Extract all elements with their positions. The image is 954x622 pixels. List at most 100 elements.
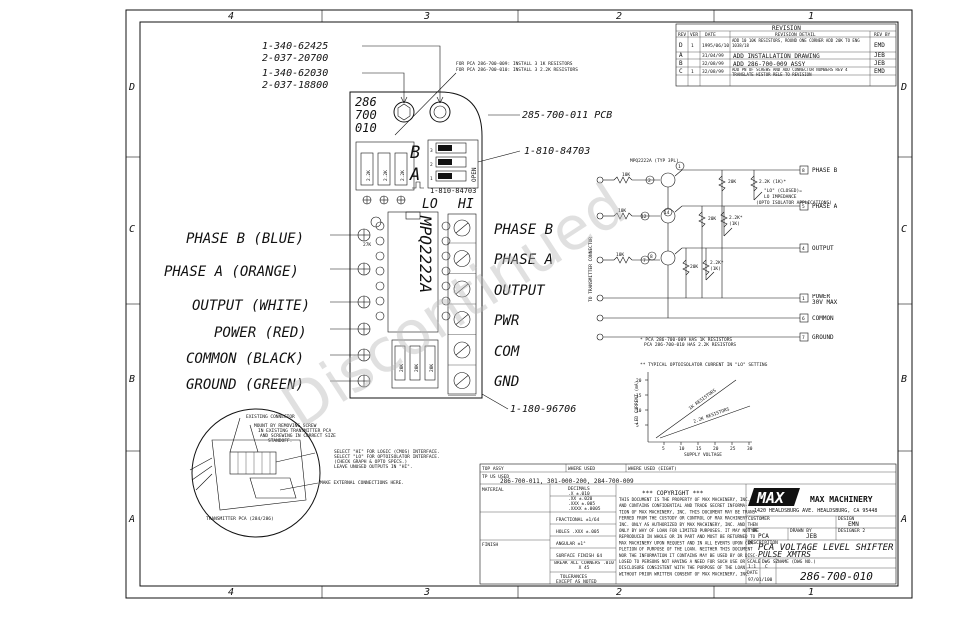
res-small-label: 27K <box>363 242 371 248</box>
wire-ground: GROUND (GREEN) <box>186 377 304 393</box>
resistor-group-top <box>355 141 415 191</box>
tb-used-on: 286-700-011, 301-000-200, 284-700-009 <box>500 478 634 485</box>
inset-mount4: STANDOFF. <box>268 438 292 444</box>
sw-num-1: 1 <box>430 176 433 182</box>
graph-xtick: 30 <box>747 446 753 452</box>
tb-where-used: WHERE USED <box>568 466 595 472</box>
wire-phase-a: PHASE A (ORANGE) <box>164 264 299 280</box>
tb-design-val: EMN <box>848 521 859 528</box>
graph-ylabel: LED CURRENT (mA) <box>634 381 640 424</box>
callout-terminal: 1-180-96706 <box>510 404 576 415</box>
copyright-line: NOR THE INFORMATION IT CONTAINS MAY BE U… <box>619 553 758 558</box>
out-num-2: 5 <box>802 204 805 210</box>
ic-pad <box>441 296 451 306</box>
rev-header-detail: REVISION DETAIL <box>775 32 816 38</box>
tb-holes: HOLES .XXX ±.005 <box>556 529 600 535</box>
tb-description2: PULSE XMTRS <box>758 550 811 559</box>
rev-d-detail: ADD 10 10K RESISTORS, ROUND ONE CORNER A… <box>732 38 860 48</box>
graph-xtick: 10 <box>679 446 685 452</box>
res-top-1: 2.2K <box>366 170 372 181</box>
zone-bottom-4: 4 <box>228 587 234 598</box>
letter-b: B <box>410 143 420 163</box>
zone-top-3: 3 <box>423 11 430 22</box>
copyright-line: LOSED TO PERSONS NOT HAVING A NEED FOR S… <box>619 559 746 564</box>
terminal-screw <box>448 219 476 244</box>
schem-out-power: POWER 30V MAX <box>812 294 837 306</box>
tb-copyright-text: THIS DOCUMENT IS THE PROPERTY OF MAX MAC… <box>619 497 758 576</box>
left-wire-group <box>330 228 371 388</box>
pulse-symbol <box>412 181 424 189</box>
connector-leader <box>477 150 521 163</box>
tb-top-assy: TOP ASSY <box>482 466 504 472</box>
tb-tol-foot1: TOLERANCES <box>560 574 587 580</box>
tb-break: BREAK ALL CORNERS .010 X 45 <box>554 561 614 571</box>
zone-bottom-3: 3 <box>423 587 430 598</box>
zone-top-1: 1 <box>808 11 814 22</box>
copyright-line: TION OF MAX MACHINERY, INC. THIS DOCUMEN… <box>619 509 758 514</box>
tb-finish: FINISH <box>482 542 499 548</box>
ic-pad <box>375 251 385 261</box>
tb-description-label: DESCRIPTION <box>748 540 778 546</box>
letter-a: A <box>409 165 420 185</box>
inset-select1: SELECT "HI" FOR LOGIC (CMOS) INTERFACE. <box>334 449 440 455</box>
copyright-line: PLETION OF PURPOSE OF THE LOAN. NEITHER … <box>619 547 753 552</box>
out-num-4: 1 <box>802 296 805 302</box>
schem-lo-note3: (OPTO ISOLATOR APPLICATIONS) <box>756 200 832 206</box>
dip-switch <box>427 139 479 189</box>
rev-header-rev: REV <box>678 32 686 38</box>
discontinued-watermark: Discontinued <box>270 170 638 443</box>
zone-bottom-2: 2 <box>616 587 622 598</box>
out-num-6: 7 <box>802 335 805 341</box>
schem-r10k-3: 10K <box>616 252 624 258</box>
terminal-pwr: PWR <box>494 313 519 329</box>
ic-chip <box>387 211 439 333</box>
copyright-line: THIS DOCUMENT IS THE PROPERTY OF MAX MAC… <box>619 497 750 502</box>
inset-mount2: IN EXISTING TRANSMITTER PCA <box>258 428 331 434</box>
tb-tol-3: .XXX ±.005 <box>568 501 595 507</box>
schem-out-output: OUTPUT <box>812 245 834 252</box>
board-part-no-1: 286 <box>355 95 377 109</box>
schem-r22k-1: 2.2K (1K)* <box>759 179 786 185</box>
graph-line2-label: 2.2K RESISTORS <box>693 406 731 425</box>
rev-header-ver: VER <box>690 32 698 38</box>
wire-pad <box>357 295 371 309</box>
tb-tp-used: TP US USED <box>482 474 509 480</box>
tb-where-used-eight: WHERE USED (EIGHT) <box>628 466 677 472</box>
zone-top-2: 2 <box>616 11 622 22</box>
resistor-group-bottom <box>391 339 439 389</box>
revision-block <box>675 23 897 87</box>
graph-ytick: 20 <box>636 378 642 384</box>
res-top-pads <box>362 195 406 205</box>
ic-pad <box>441 311 451 321</box>
tb-name-label: NAME (DWG NO.) <box>778 559 816 565</box>
inset-mount1: MOUNT BY REMOVING SCREW <box>254 423 317 429</box>
inset-caption: TRANSMITTER PCA (284/286) <box>206 516 274 522</box>
out-num-3: 4 <box>802 246 805 252</box>
rev-c-date: 32/08/99 <box>702 69 724 75</box>
copyright-line: AND CONTAINS CONFIDENTIAL AND TRADE SECR… <box>619 503 748 508</box>
schem-transistor-label: MPQ2222A (TYP 3PL) <box>630 158 679 164</box>
wire-output: OUTPUT (WHITE) <box>192 298 310 314</box>
graph-line-22k <box>659 405 751 439</box>
tb-fractional: FRACTIONAL ±1/64 <box>556 517 600 523</box>
terminal-block <box>447 213 477 396</box>
tb-surface: SURFACE FINISH 64 <box>556 553 602 559</box>
schem-r1k-3: (1K) <box>710 266 721 272</box>
mounting-hole-right <box>429 101 451 123</box>
logo-text: MAX <box>756 489 785 507</box>
rev-a-by: JEB <box>874 52 885 59</box>
copyright-line: ONLY BY WAY OF LOAN FOR LIMITED PURPOSES… <box>619 528 758 533</box>
rev-a-rev: A <box>679 52 683 59</box>
graph-xtick: 20 <box>713 446 719 452</box>
terminal-screw <box>448 280 476 305</box>
rev-c-by: EMD <box>874 68 885 75</box>
tb-company: MAX MACHINERY <box>810 495 873 504</box>
res-bottom-1: 20K <box>399 364 405 372</box>
note-line1: FOR PCA 286-700-009: INSTALL 3 1K RESIST… <box>456 61 573 67</box>
tb-address: 1420 HEALDSBURG AVE. HEALDSBURG, CA 9544… <box>754 508 877 514</box>
res-bottom-2: 20K <box>414 364 420 372</box>
board-part-no-3: 010 <box>355 121 377 135</box>
mounting-hole-left <box>393 101 415 123</box>
tb-customer: CUSTOMER <box>748 516 770 522</box>
